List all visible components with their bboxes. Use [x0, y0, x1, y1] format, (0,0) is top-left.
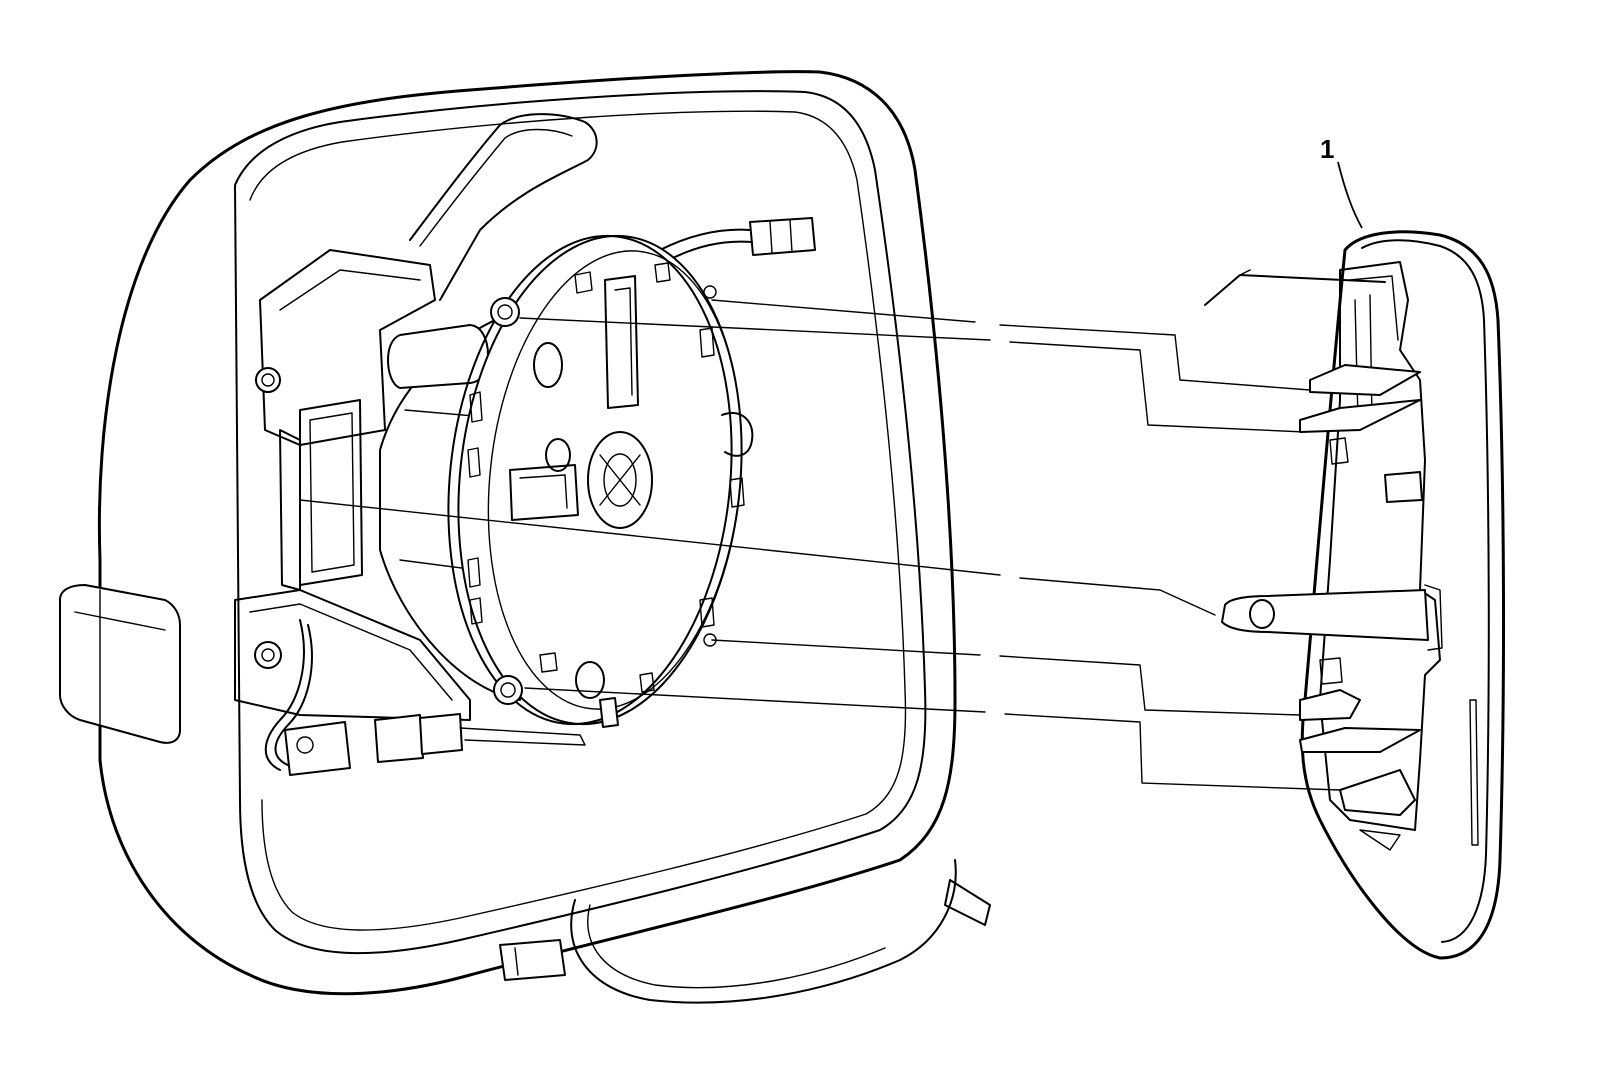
callout-leader-line [1337, 161, 1363, 229]
callout-label: 1 [1320, 134, 1334, 164]
actuator-motor [379, 234, 754, 728]
alignment-lines [299, 299, 1341, 791]
mirror-glass [1204, 230, 1506, 960]
callout-1: 1 [1320, 134, 1363, 229]
mirror-housing [59, 70, 991, 1004]
